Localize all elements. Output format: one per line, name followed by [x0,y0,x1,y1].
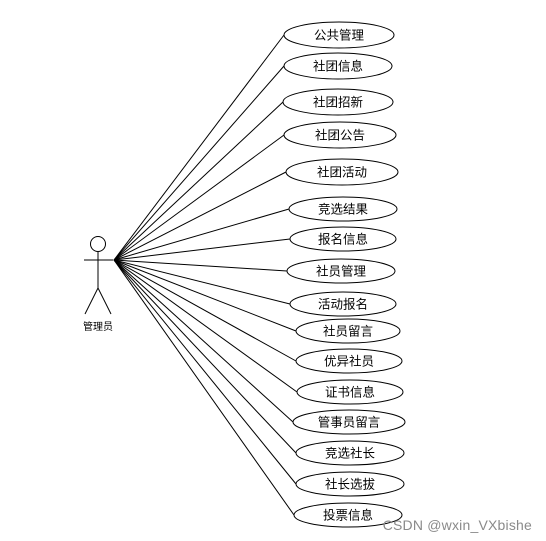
use-case-ellipse [289,226,397,252]
use-case-label: 社员留言 [323,324,373,339]
actor-head [90,236,106,252]
actor-right-leg [97,287,112,315]
use-case-label: 竞选社长 [325,446,376,461]
association-line [113,34,285,261]
use-case-ellipse [295,348,403,374]
use-cases: 公共管理社团信息社团招新社团公告社团活动竞选结果报名信息社员管理活动报名社员留言… [282,21,406,528]
association-line [113,259,297,332]
use-case-ellipse [283,21,395,49]
use-case-ellipse [295,471,405,497]
use-case-ellipse [292,409,406,435]
use-case: 投票信息 [293,502,403,528]
actor-label: 管理员 [83,320,113,333]
actor-admin: 管理员 [83,236,113,333]
use-case-label: 证书信息 [325,385,375,400]
use-case-ellipse [296,379,404,405]
association-lines [113,34,298,516]
association-line [113,101,284,261]
use-case-ellipse [293,502,403,528]
association-line [113,259,294,423]
association-line [113,259,297,362]
use-case-ellipse [295,440,405,466]
use-case: 竞选结果 [288,196,398,222]
use-case: 报名信息 [289,226,397,252]
use-case-ellipse [295,318,401,344]
use-case-label: 公共管理 [314,28,365,43]
use-case: 公共管理 [283,21,395,49]
use-case: 社团活动 [285,158,399,186]
use-case: 管事员留言 [292,409,406,435]
association-line [113,171,287,261]
use-case-label: 活动报名 [318,297,368,312]
use-case-label: 报名信息 [318,232,368,247]
use-case-ellipse [289,291,397,317]
association-line [113,238,291,261]
use-case: 社员管理 [286,258,396,284]
association-line [113,65,285,261]
use-case-ellipse [283,52,393,80]
use-case: 社团招新 [282,88,394,116]
association-line [113,259,295,516]
use-case: 社长选拔 [295,471,405,497]
use-case: 社员留言 [295,318,401,344]
use-case-label: 管事员留言 [318,415,381,430]
use-case-ellipse [286,258,396,284]
use-case-label: 优异社员 [324,354,374,369]
use-case: 优异社员 [295,348,403,374]
watermark: CSDN @wxin_VXbishe [382,517,532,533]
use-case-label: 社团招新 [313,95,363,110]
use-case: 活动报名 [289,291,397,317]
actor-left-leg [84,287,99,315]
use-case-label: 社团信息 [313,59,363,74]
use-case: 社团公告 [283,121,397,149]
association-line [113,208,290,261]
use-case-label: 社长选拔 [325,477,376,492]
use-case: 竞选社长 [295,440,405,466]
use-case-ellipse [283,121,397,149]
use-case-ellipse [282,88,394,116]
use-case-label: 社团活动 [317,165,367,180]
association-line [113,259,288,272]
association-line [113,259,297,485]
use-case-label: 竞选结果 [318,202,369,217]
use-case: 证书信息 [296,379,404,405]
use-case-ellipse [288,196,398,222]
association-line [113,259,291,305]
use-case: 社团信息 [283,52,393,80]
use-case-ellipse [285,158,399,186]
association-line [113,134,285,261]
use-case-label: 社团公告 [315,128,365,143]
use-case-label: 投票信息 [323,508,373,523]
association-line [113,259,297,454]
association-line [113,259,298,393]
use-case-label: 社员管理 [316,264,367,279]
